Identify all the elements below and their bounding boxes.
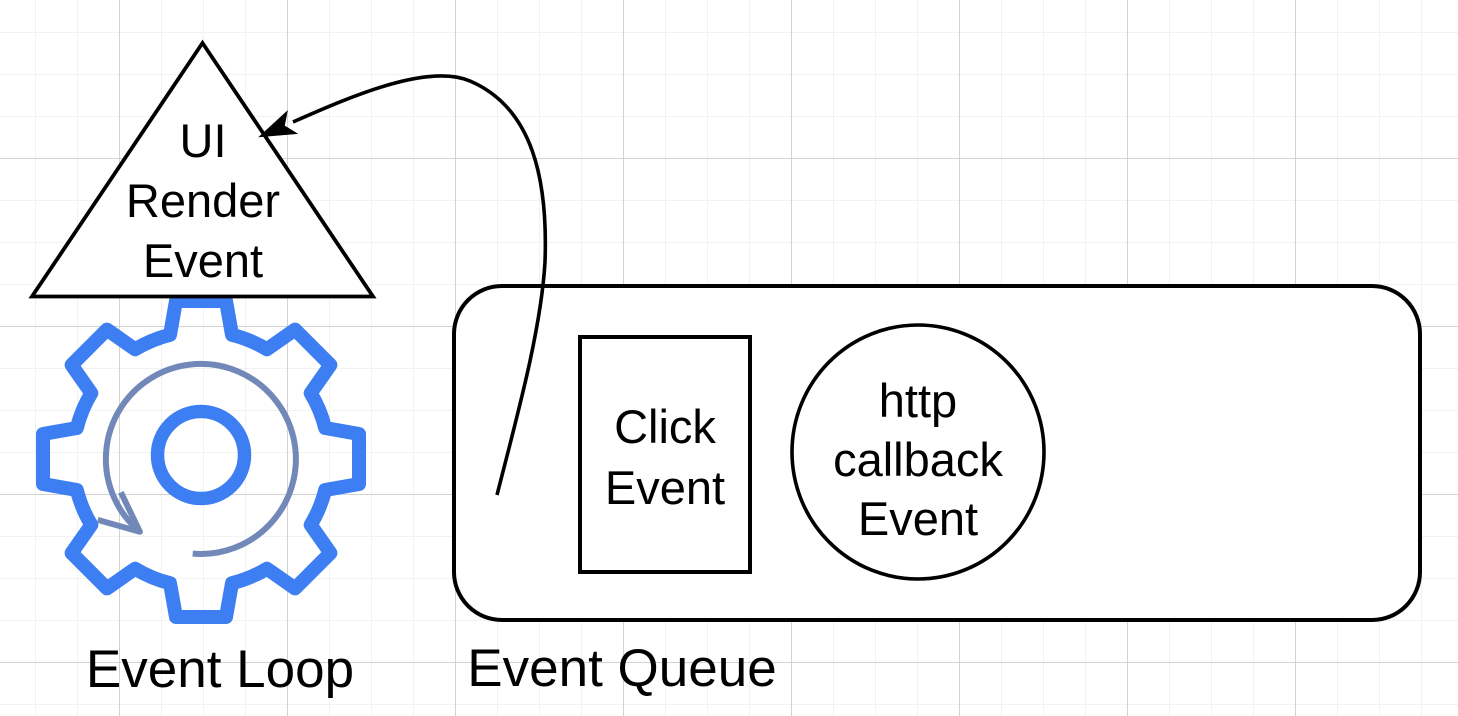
node-ui-render-event[interactable]: UI Render Event bbox=[28, 39, 377, 299]
ui-render-label-line3: Event bbox=[143, 234, 263, 287]
node-click-event[interactable]: Click Event bbox=[578, 335, 752, 574]
edge-curve[interactable] bbox=[292, 74, 548, 496]
ui-render-label-line2: Render bbox=[126, 174, 280, 227]
rotation-arrow-icon bbox=[102, 360, 299, 557]
event-queue-label: Event Queue bbox=[467, 639, 776, 698]
event-loop-gear-icon[interactable] bbox=[36, 294, 366, 624]
rotation-arrowhead-icon bbox=[96, 490, 143, 535]
click-event-label-line2: Event bbox=[605, 461, 725, 514]
click-event-label-line1: Click bbox=[614, 400, 716, 453]
http-callback-label-line3: Event bbox=[858, 492, 978, 545]
gear-icon bbox=[36, 294, 366, 624]
ui-render-event-shape[interactable] bbox=[28, 39, 377, 299]
gear-hub-icon bbox=[150, 404, 252, 506]
click-event-shape[interactable] bbox=[578, 335, 752, 574]
node-http-callback-event[interactable]: http callback Event bbox=[790, 323, 1046, 581]
ui-render-label-line1: UI bbox=[180, 114, 227, 167]
http-callback-label-line2: callback bbox=[833, 433, 1003, 486]
edge-queue-to-ui-render[interactable] bbox=[258, 74, 548, 496]
http-callback-event-shape[interactable] bbox=[790, 323, 1046, 581]
event-loop-label: Event Loop bbox=[86, 640, 354, 699]
http-callback-label-line1: http bbox=[879, 374, 957, 427]
edge-arrowhead-icon bbox=[258, 110, 299, 138]
